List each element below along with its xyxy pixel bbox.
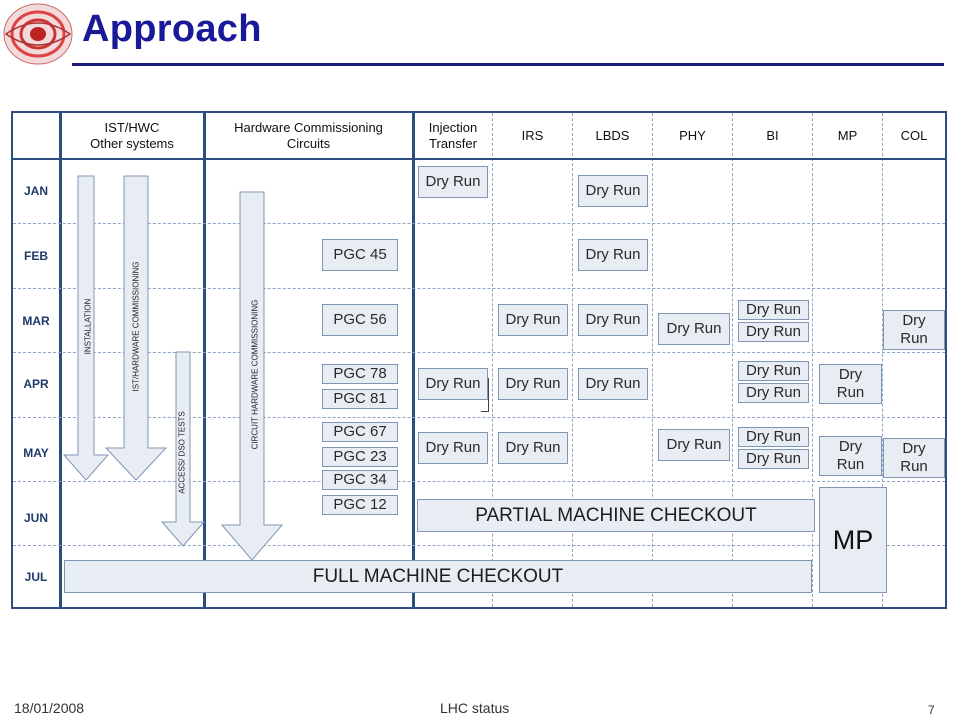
mp-block: MP [819, 487, 887, 593]
grid-vline [812, 113, 813, 607]
grid-vline [492, 113, 493, 607]
pgc-box: PGC 45 [322, 239, 398, 271]
dry-run-irs-apr: Dry Run [498, 368, 568, 400]
grid-hline [13, 158, 945, 160]
dry-run-phy-mar: Dry Run [658, 313, 730, 345]
circuit-label: CIRCUIT HARDWARE COMMISSIONING [250, 299, 260, 450]
col-header-injection: Injection Transfer [428, 120, 478, 151]
commissioning-arrows [62, 175, 284, 561]
grid-vline [652, 113, 653, 607]
dry-run-bi: Dry Run [738, 383, 809, 403]
grid-vline [203, 113, 206, 607]
dry-run-lbds-jan: Dry Run [578, 175, 648, 207]
dry-run-bi: Dry Run [738, 300, 809, 320]
page-number: 7 [928, 703, 935, 717]
grid-vline [572, 113, 573, 607]
dry-run-irs-may: Dry Run [498, 432, 568, 464]
dry-run-bi: Dry Run [738, 361, 809, 381]
month-label: JUN [23, 511, 48, 525]
circuit-arrow [220, 191, 284, 561]
pgc-box: PGC 81 [322, 389, 398, 409]
dry-run-lbds-feb: Dry Run [578, 239, 648, 271]
dry-run-bi: Dry Run [738, 427, 809, 447]
full-machine-checkout: FULL MACHINE CHECKOUT [64, 560, 812, 593]
pgc-box: PGC 12 [322, 495, 398, 515]
col-header-lbds: LBDS [595, 128, 630, 143]
col-header-irs: IRS [521, 128, 544, 143]
partial-machine-checkout: PARTIAL MACHINE CHECKOUT [417, 499, 815, 532]
ist-hwc-label: IST/HARDWARE COMMISSIONING [131, 261, 141, 392]
dry-run-injection-may: Dry Run [418, 432, 488, 464]
dry-run-lbds-apr: Dry Run [578, 368, 648, 400]
dry-run-col-mar: Dry Run [883, 310, 945, 350]
month-label: FEB [24, 249, 48, 263]
dry-run-bi: Dry Run [738, 449, 809, 469]
grid-vline [732, 113, 733, 607]
title-rule [72, 63, 944, 66]
pgc-box: PGC 67 [322, 422, 398, 442]
footer-date: 18/01/2008 [14, 700, 85, 716]
pgc-box: PGC 78 [322, 364, 398, 384]
month-label: JAN [23, 184, 48, 198]
grid-hline [13, 288, 945, 289]
month-label: APR [23, 377, 49, 391]
month-label: MAY [23, 446, 49, 460]
month-label: MAR [22, 314, 50, 328]
access-label: ACCESS/ DSO TESTS [177, 411, 187, 494]
connector-line [481, 378, 489, 412]
grid-vline [412, 113, 415, 607]
grid-vline [882, 113, 883, 607]
col-header-bi: BI [766, 128, 779, 143]
grid-hline [13, 545, 945, 546]
dry-run-irs-mar: Dry Run [498, 304, 568, 336]
dry-run-bi: Dry Run [738, 322, 809, 342]
lhc-logo-icon [3, 3, 73, 65]
col-header-ist: IST/HWC Other systems [90, 120, 174, 151]
dry-run-mp-apr: Dry Run [819, 364, 882, 404]
dry-run-injection-jan: Dry Run [418, 166, 488, 198]
access-arrow [160, 351, 206, 547]
grid-vline [59, 113, 62, 607]
grid-hline [13, 352, 945, 353]
col-header-mp: MP [837, 128, 858, 143]
page-title: Approach [82, 8, 262, 50]
installation-arrow [62, 175, 110, 481]
pgc-box: PGC 56 [322, 304, 398, 336]
month-label: JUL [24, 570, 48, 584]
dry-run-mp-may: Dry Run [819, 436, 882, 476]
grid-hline [13, 417, 945, 418]
dry-run-lbds-mar: Dry Run [578, 304, 648, 336]
dry-run-injection-apr: Dry Run [418, 368, 488, 400]
pgc-box: PGC 23 [322, 447, 398, 467]
ist-hwc-arrow [104, 175, 168, 481]
dry-run-col-may: Dry Run [883, 438, 945, 478]
col-header-hwc: Hardware Commissioning Circuits [234, 120, 383, 151]
grid-hline [13, 223, 945, 224]
pgc-box: PGC 34 [322, 470, 398, 490]
col-header-phy: PHY [679, 128, 706, 143]
footer-title: LHC status [440, 700, 510, 716]
grid-hline [13, 481, 945, 482]
installation-label: INSTALLATION [83, 298, 93, 355]
dry-run-phy-may: Dry Run [658, 429, 730, 461]
col-header-col: COL [900, 128, 928, 143]
